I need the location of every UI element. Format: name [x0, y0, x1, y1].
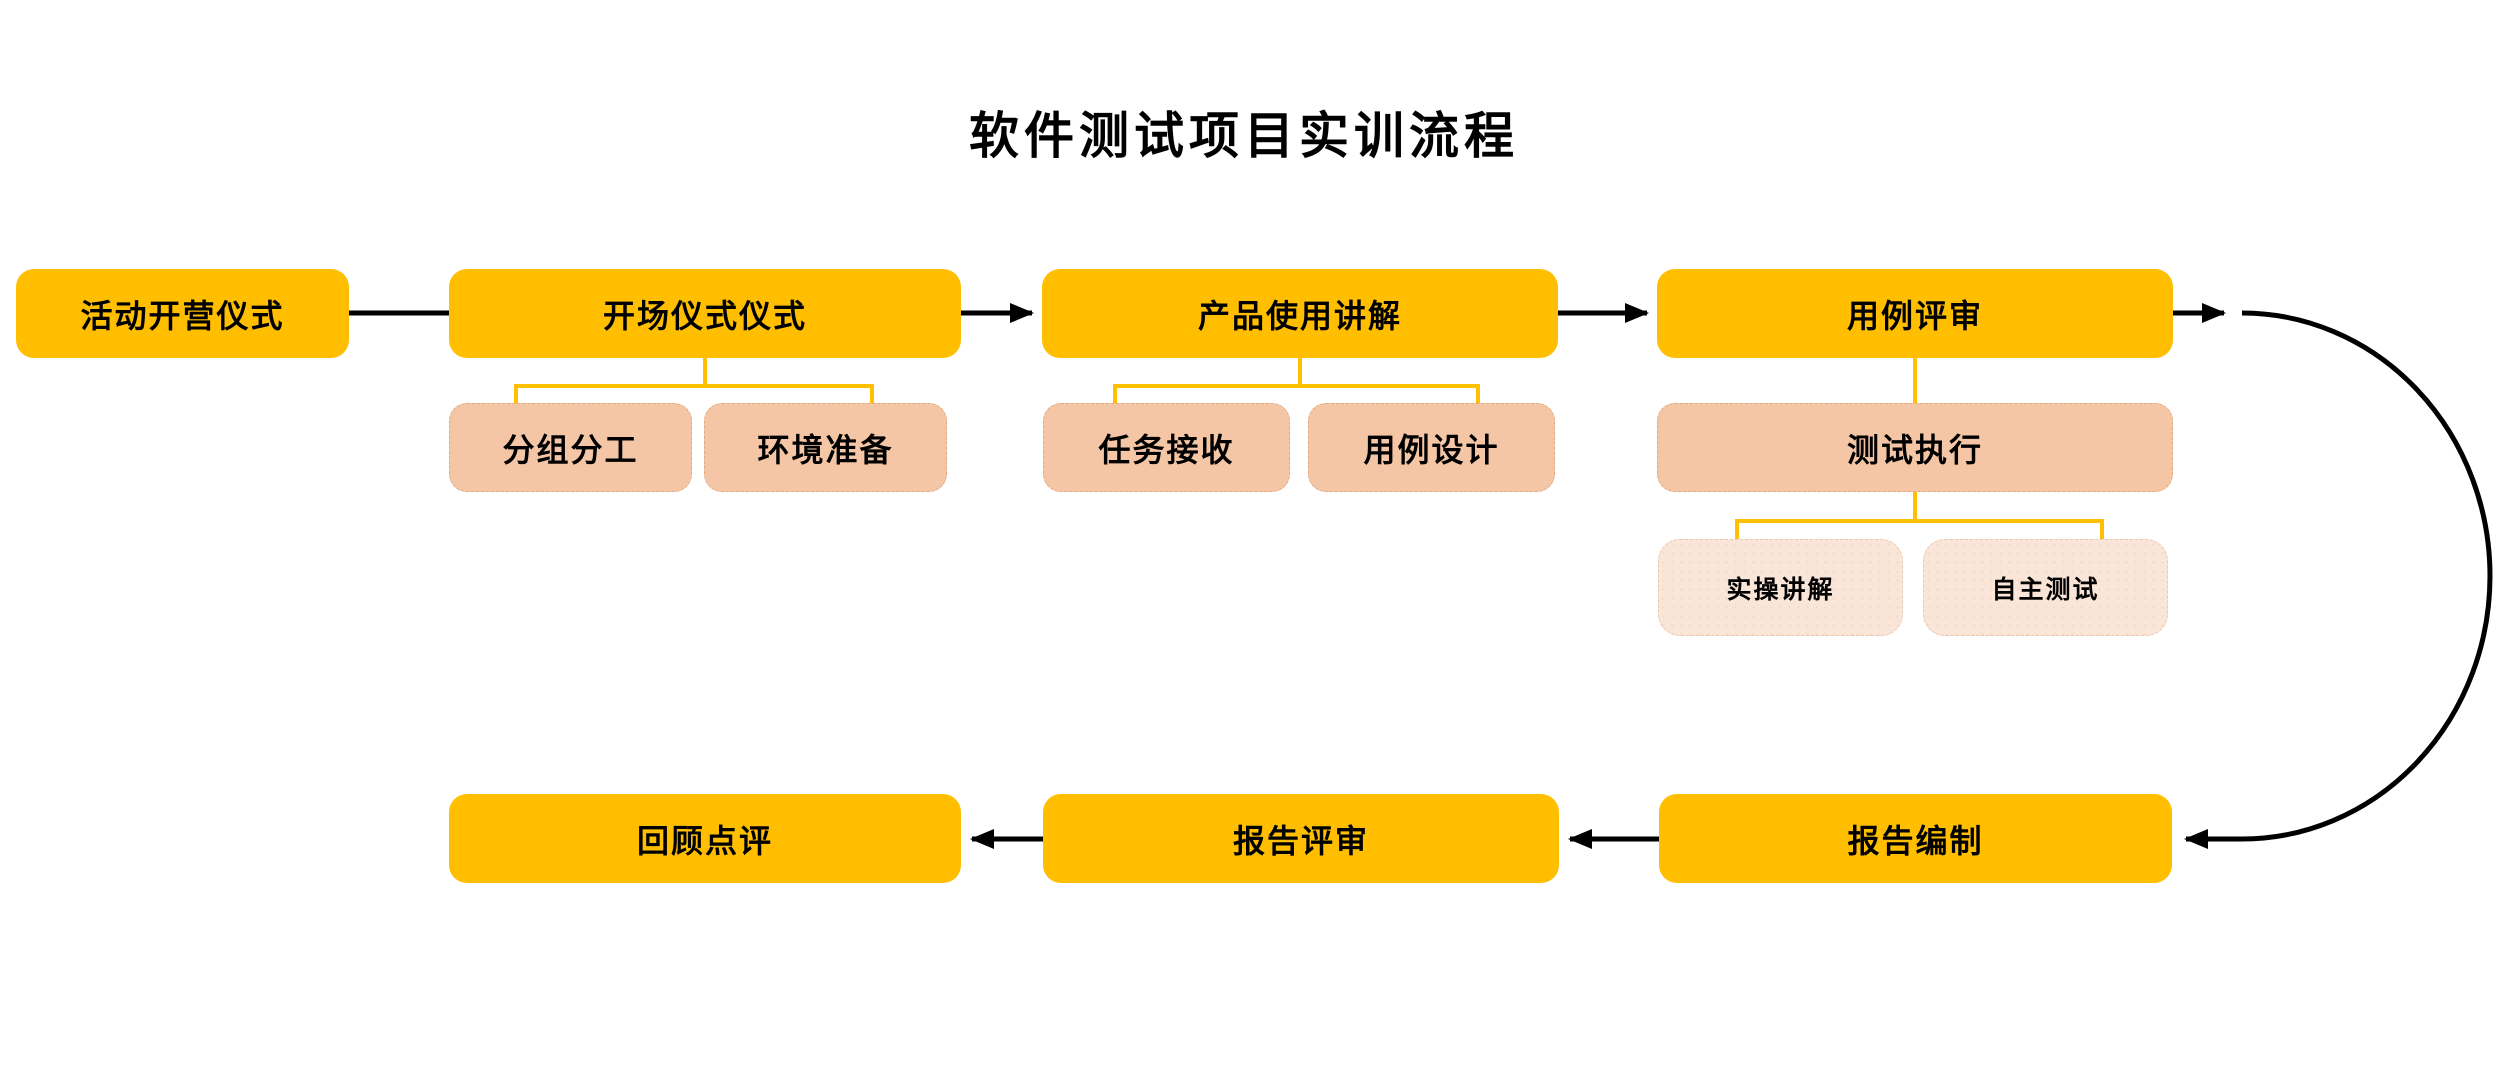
node-task-receive-label: 任务接收 — [1098, 431, 1235, 468]
node-case-review-label: 用例评审 — [1846, 297, 1983, 334]
bracket-testexecution-children — [1735, 492, 2104, 539]
node-report-compile-label: 报告编制 — [1847, 822, 1984, 859]
node-review-commentary: 回顾点评 — [449, 794, 961, 883]
node-task-receiving: 任务接收 — [1043, 403, 1290, 492]
node-report-compilation: 报告编制 — [1659, 794, 2172, 883]
node-product-usage-explanation: 产品使用讲解 — [1042, 269, 1558, 358]
node-self-testing-label: 自主测试 — [1991, 575, 2100, 604]
node-test-execution-label: 测试执行 — [1846, 431, 1983, 468]
node-practical-demonstration: 实操讲解 — [1658, 539, 1903, 636]
node-practical-demo-label: 实操讲解 — [1726, 575, 1835, 604]
node-case-review: 用例评审 — [1657, 269, 2173, 358]
bracket-product-children — [1113, 358, 1480, 403]
node-self-testing: 自主测试 — [1923, 539, 2168, 636]
node-product-usage-label: 产品使用讲解 — [1197, 297, 1402, 334]
node-report-review: 报告评审 — [1043, 794, 1559, 883]
bracket-opening-children — [514, 358, 874, 403]
node-activity-opening: 活动开营仪式 — [16, 269, 349, 358]
node-env-prep-label: 环境准备 — [757, 431, 894, 468]
node-grouping-label: 分组分工 — [502, 431, 639, 468]
node-opening-ceremony-label: 开场仪式仪式 — [602, 297, 807, 334]
node-opening-ceremony: 开场仪式仪式 — [449, 269, 961, 358]
node-activity-opening-label: 活动开营仪式 — [80, 297, 285, 334]
node-report-review-label: 报告评审 — [1232, 822, 1369, 859]
node-grouping-division: 分组分工 — [449, 403, 692, 492]
node-case-design: 用例设计 — [1308, 403, 1555, 492]
diagram-title: 软件测试项目实训流程 — [969, 108, 1519, 164]
node-environment-preparation: 环境准备 — [704, 403, 947, 492]
node-case-design-label: 用例设计 — [1363, 431, 1500, 468]
return-curve-arc — [2241, 310, 2493, 842]
node-test-execution: 测试执行 — [1657, 403, 2173, 492]
node-review-comment-label: 回顾点评 — [636, 822, 773, 859]
